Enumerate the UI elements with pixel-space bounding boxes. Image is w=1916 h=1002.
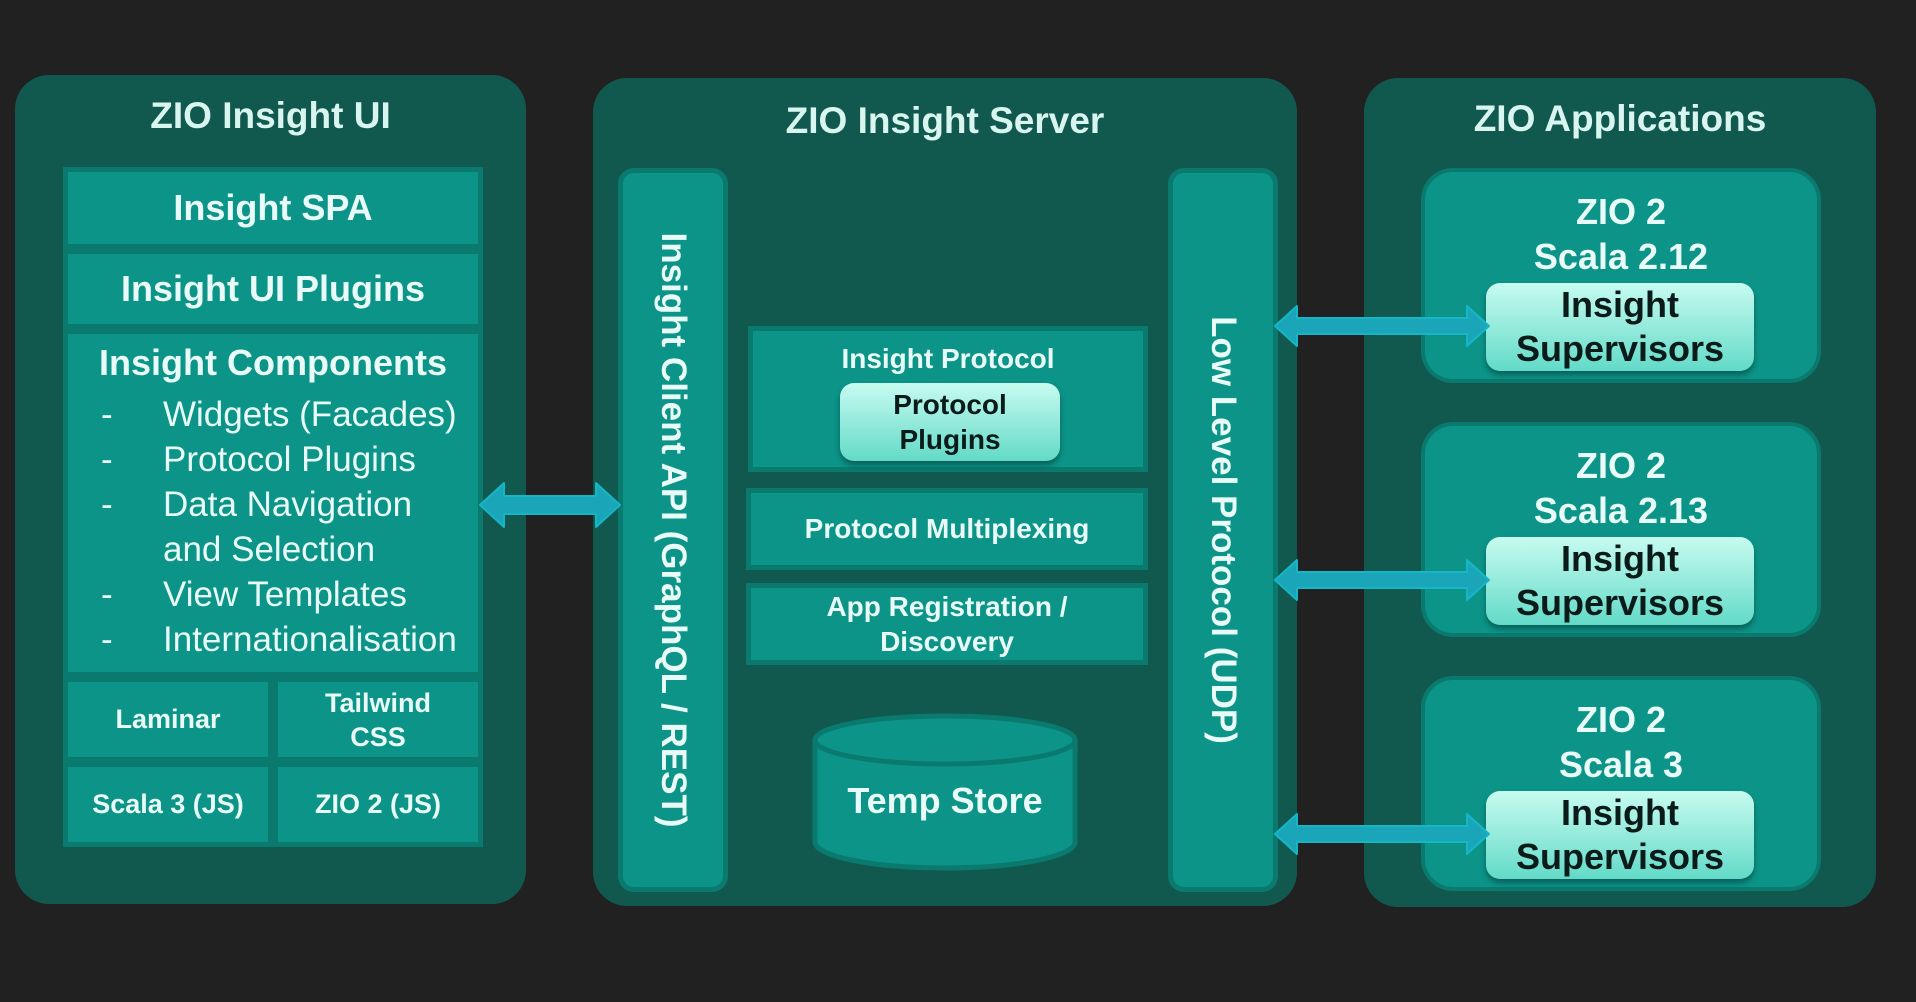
tailwind-label-1: Tailwind [325,687,431,718]
zio-applications-title: ZIO Applications [1473,98,1767,139]
insight-components-title: Insight Components [99,342,447,383]
supervisors-label-2: Supervisors [1515,582,1725,623]
component-item: -Widgets (Facades) [101,395,457,434]
app-registration-box: App Registration / Discovery [746,583,1148,665]
supervisors-label-2: Supervisors [1515,836,1725,877]
temp-store-label: Temp Store [847,780,1043,821]
protocol-plugins-label-2: Plugins [899,424,1001,455]
insight-server-panel: ZIO Insight Server Insight Client API (G… [593,78,1297,906]
double-arrow-icon [1274,813,1490,855]
app-scala-label: Scala 2.12 [1533,236,1709,277]
low-level-protocol-column: Low Level Protocol (UDP) [1168,168,1278,892]
zio-js-box: ZIO 2 (JS) [273,762,483,847]
component-item: and Selection [163,530,376,569]
app-registration-label-1: App Registration / [826,591,1068,622]
app-zio-label: ZIO 2 [1575,445,1667,486]
temp-store-cylinder [812,713,1078,871]
insight-supervisors-pill: Insight Supervisors [1486,283,1754,371]
protocol-plugins-label-1: Protocol [893,389,1007,420]
laminar-box: Laminar [63,677,273,762]
component-item: -Internationalisation [101,620,457,659]
app-zio-label: ZIO 2 [1575,699,1667,740]
app-scala-label: Scala 3 [1558,744,1684,785]
tailwind-box: Tailwind CSS [273,677,483,762]
insight-spa-box: Insight SPA [63,167,483,249]
app-scala-label: Scala 2.13 [1533,490,1709,531]
supervisors-label-1: Insight [1561,538,1679,579]
supervisors-label-2: Supervisors [1515,328,1725,369]
protocol-multiplexing-box: Protocol Multiplexing [746,488,1148,570]
insight-components-box: Insight Components [63,329,483,677]
double-arrow-icon [479,482,621,528]
insight-supervisors-pill: Insight Supervisors [1486,537,1754,625]
component-item: -Protocol Plugins [101,440,416,479]
insight-protocol-title: Insight Protocol [841,343,1055,374]
insight-ui-title: ZIO Insight UI [150,95,391,136]
client-api-column: Insight Client API (GraphQL / REST) [618,168,728,892]
scala-js-box: Scala 3 (JS) [63,762,273,847]
app-registration-label-2: Discovery [880,626,1014,657]
supervisors-label-1: Insight [1561,792,1679,833]
double-arrow-icon [1274,559,1490,601]
app-zio-label: ZIO 2 [1575,191,1667,232]
insight-ui-plugins-box: Insight UI Plugins [63,249,483,329]
double-arrow-icon [1274,305,1490,347]
insight-server-title: ZIO Insight Server [785,100,1105,141]
component-item: -Data Navigation [101,485,413,524]
supervisors-label-1: Insight [1561,284,1679,325]
protocol-plugins-pill: Protocol Plugins [840,383,1060,461]
insight-supervisors-pill: Insight Supervisors [1486,791,1754,879]
insight-ui-panel: ZIO Insight UI Insight SPA Insight UI Pl… [15,75,526,904]
tailwind-label-2: CSS [350,721,406,752]
component-item: -View Templates [101,575,407,614]
